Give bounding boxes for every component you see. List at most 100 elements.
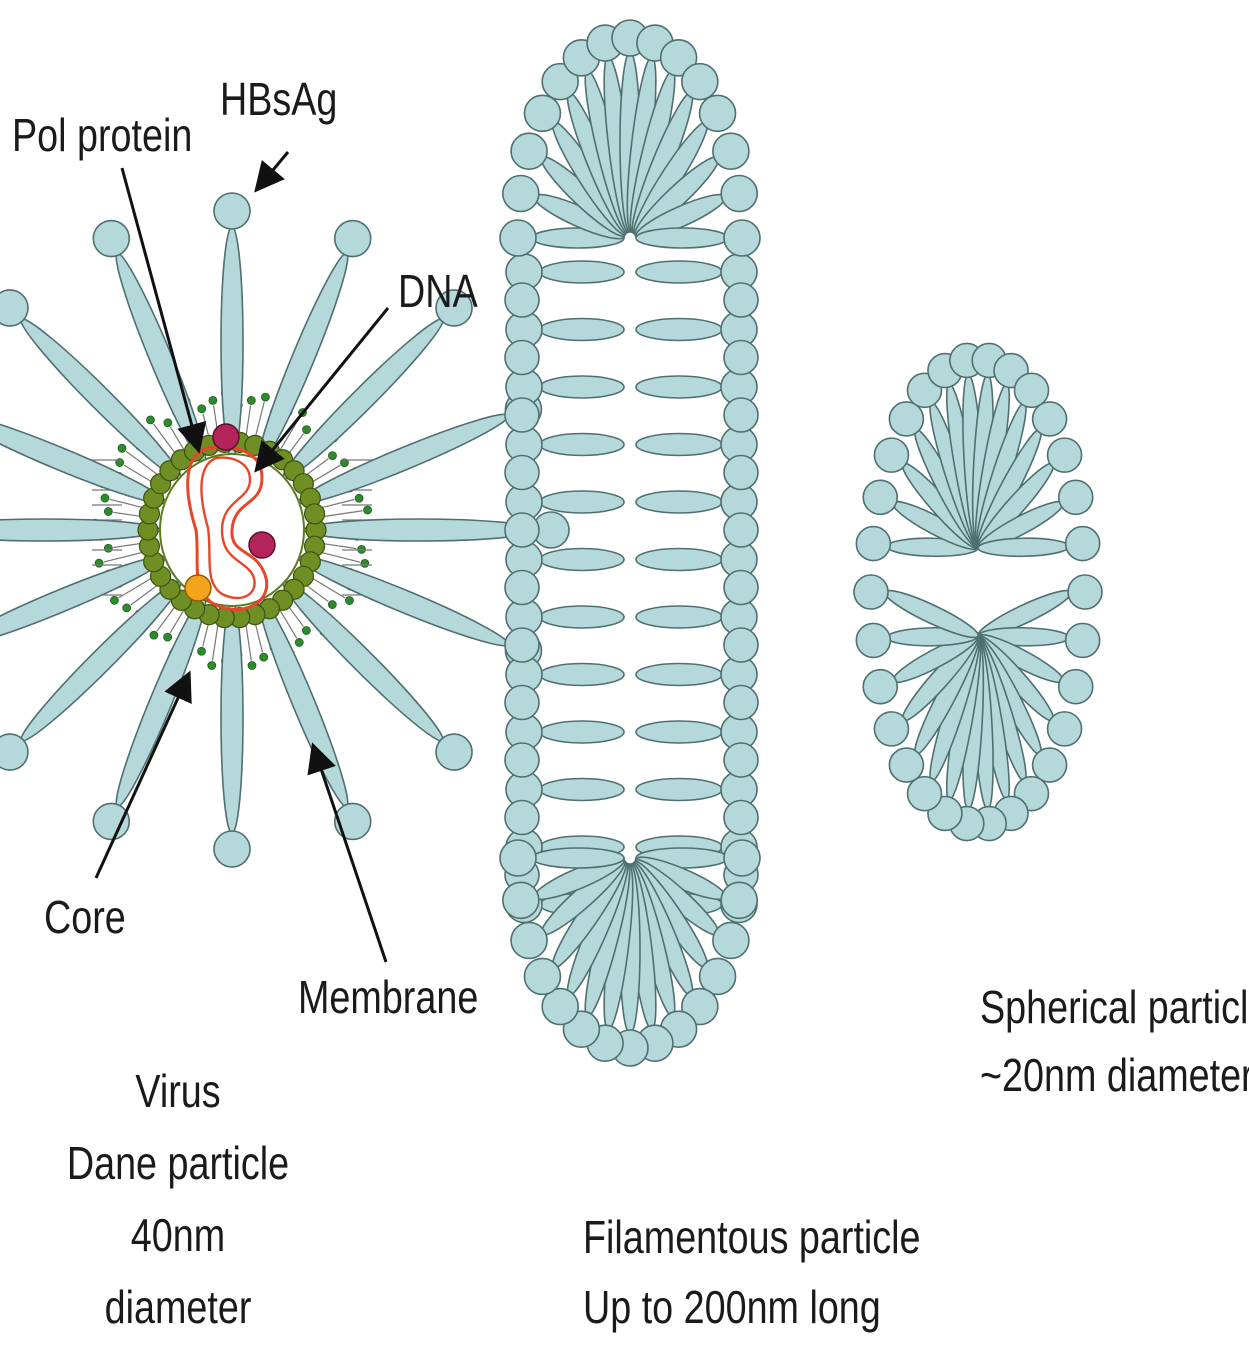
filament-cap-head bbox=[700, 95, 736, 131]
hbsag-spike-stalk bbox=[304, 519, 535, 541]
core-label: Core bbox=[44, 894, 126, 940]
filament-rod-right bbox=[636, 721, 722, 743]
sphere-head bbox=[863, 480, 897, 514]
filament-rod-left bbox=[540, 376, 624, 398]
filament-cap-head bbox=[724, 840, 760, 876]
membrane-lipid-head bbox=[248, 662, 256, 670]
sphere-head bbox=[1033, 748, 1067, 782]
membrane-lipid-head bbox=[355, 494, 363, 502]
filament-rod-left bbox=[540, 549, 624, 571]
membrane-lipid-head bbox=[303, 426, 311, 434]
filament-cap-head bbox=[511, 133, 547, 169]
membrane-label: Membrane bbox=[298, 974, 478, 1020]
membrane-lipid-head bbox=[164, 419, 172, 427]
membrane-lipid-head bbox=[198, 647, 206, 655]
membrane-lipid-head bbox=[123, 604, 131, 612]
sphere-head bbox=[1048, 712, 1082, 746]
filament-head-right bbox=[724, 686, 758, 720]
filament-head-left bbox=[505, 743, 539, 777]
sphere-head bbox=[1059, 480, 1093, 514]
hbsag-pointer bbox=[258, 152, 288, 188]
dna-bead bbox=[249, 532, 275, 558]
filament-rod-right bbox=[636, 549, 722, 571]
membrane-lipid-head bbox=[104, 544, 112, 552]
filament-rod-right bbox=[636, 779, 722, 801]
hbsag-spike-stalk bbox=[0, 519, 160, 541]
filament-rod-left bbox=[540, 779, 624, 801]
filament-cap-head bbox=[682, 64, 718, 100]
filament-head-left bbox=[505, 456, 539, 490]
filament-rod-right bbox=[636, 434, 722, 456]
filament-head-left bbox=[505, 571, 539, 605]
membrane-lipid-head bbox=[345, 597, 353, 605]
filament-head-left bbox=[505, 398, 539, 432]
sphere-head bbox=[856, 623, 890, 657]
filamentous-caption-line-2: Up to 200nm long bbox=[583, 1284, 881, 1330]
membrane-lipid-head bbox=[358, 545, 366, 553]
membrane-lipid-head bbox=[328, 452, 336, 460]
membrane-lipid-head bbox=[260, 653, 268, 661]
sphere-head bbox=[874, 712, 908, 746]
pol-protein-label: Pol protein bbox=[12, 112, 192, 158]
filament-rod-right bbox=[636, 261, 722, 283]
filament-rod-left bbox=[540, 721, 624, 743]
membrane-lipid-head bbox=[150, 631, 158, 639]
sphere-head bbox=[908, 777, 942, 811]
sphere-head bbox=[1059, 670, 1093, 704]
membrane-lipid-head bbox=[110, 596, 118, 604]
membrane-lipid-head bbox=[247, 396, 255, 404]
filament-rod-right bbox=[636, 606, 722, 628]
spherical-particle bbox=[854, 343, 1102, 840]
filament-rod-right bbox=[636, 491, 722, 513]
membrane-lipid-head bbox=[364, 506, 372, 514]
filament-head-right bbox=[724, 801, 758, 835]
filament-head-right bbox=[724, 398, 758, 432]
membrane-lipid-head bbox=[361, 559, 369, 567]
filament-cap-head bbox=[524, 958, 560, 994]
hbsag-spike-head bbox=[214, 831, 250, 867]
filament-head-left bbox=[505, 513, 539, 547]
spherical-caption-line-1: Spherical particle bbox=[980, 984, 1249, 1030]
sphere-head bbox=[1068, 575, 1102, 609]
filament-cap-head bbox=[721, 175, 757, 211]
filament-rod-left bbox=[540, 491, 624, 513]
sphere-head bbox=[1066, 623, 1100, 657]
filament-cap-rod bbox=[636, 228, 728, 248]
filament-rod-left bbox=[540, 319, 624, 341]
filament-cap-head bbox=[503, 175, 539, 211]
core-pointer bbox=[96, 676, 188, 878]
membrane-lipid-head bbox=[164, 633, 172, 641]
membrane-lipid-head bbox=[328, 601, 336, 609]
pol-protein-dot bbox=[185, 575, 211, 601]
filament-head-left bbox=[505, 801, 539, 835]
filament-head-right bbox=[724, 456, 758, 490]
filament-rod-left bbox=[540, 261, 624, 283]
filament-rod-right bbox=[636, 376, 722, 398]
filament-cap-head bbox=[511, 922, 547, 958]
membrane-lipid-head bbox=[95, 559, 103, 567]
sphere-head bbox=[854, 575, 888, 609]
sphere-head bbox=[1033, 402, 1067, 436]
hbsag-spike-head bbox=[214, 193, 250, 229]
filament-head-left bbox=[505, 686, 539, 720]
filament-rod-left bbox=[540, 606, 624, 628]
hbsag-spike-head bbox=[436, 734, 472, 770]
sphere-head bbox=[874, 438, 908, 472]
filament-rod-left bbox=[540, 434, 624, 456]
virus-caption-line-4: diameter bbox=[96, 1284, 260, 1330]
filament-head-left bbox=[505, 283, 539, 317]
filamentous-caption-line-1: Filamentous particle bbox=[583, 1214, 921, 1260]
filament-rod-right bbox=[636, 664, 722, 686]
filament-rod-right bbox=[636, 319, 722, 341]
dna-label: DNA bbox=[398, 268, 478, 314]
filament-cap-head bbox=[503, 882, 539, 918]
sphere-head bbox=[856, 527, 890, 561]
filament-cap-head bbox=[713, 922, 749, 958]
filament-rod-left bbox=[540, 664, 624, 686]
hbsag-spike-head bbox=[0, 734, 28, 770]
membrane-lipid-head bbox=[302, 626, 310, 634]
filament-head-right bbox=[724, 513, 758, 547]
filament-head-right bbox=[724, 341, 758, 375]
filament-cap-head bbox=[713, 133, 749, 169]
sphere-head bbox=[889, 748, 923, 782]
